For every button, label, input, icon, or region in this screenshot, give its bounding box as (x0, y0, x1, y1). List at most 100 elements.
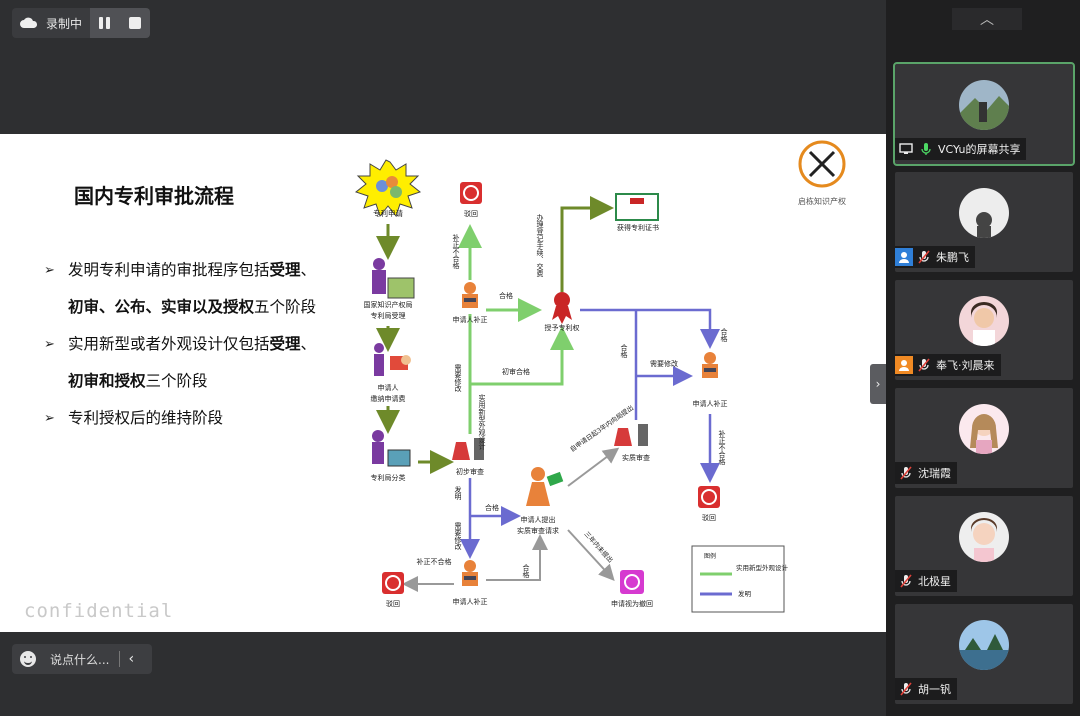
pause-icon[interactable] (99, 17, 111, 29)
legend-title: 图例 (704, 552, 716, 560)
bullet-list: 发明专利申请的审批程序包括受理、 初审、公布、实审以及授权五个阶段 实用新型或者… (44, 252, 354, 437)
participant-name-bar: 沈瑞霞 (895, 462, 957, 484)
participant-name-bar: 北极星 (895, 570, 957, 592)
chat-placeholder[interactable]: 说点什么... (50, 652, 110, 667)
diagram-legend: 图例 实用新型外观设计 发明 (691, 545, 789, 613)
bullet-text: 五个阶段 (254, 298, 317, 316)
supplement-figure-bottom: 申请人补正 (453, 560, 488, 606)
bullet-strong: 初审、公布、实审以及授权 (68, 298, 255, 316)
bullet-item: 专利授权后的维持阶段 (44, 400, 354, 437)
node-label: 申请人补正 (693, 399, 728, 408)
participant-tile[interactable]: 胡一钒 (895, 604, 1073, 704)
avatar (959, 620, 1009, 670)
edge-label: 合格 (720, 327, 728, 343)
chevron-up-icon[interactable]: ︿ (952, 8, 1022, 30)
avatar (959, 512, 1009, 562)
edge-label: 实用新型外观设计 (478, 393, 486, 451)
participant-tile[interactable]: 北极星 (895, 496, 1073, 596)
edge-label: 合格 (620, 343, 628, 359)
chat-input-bar[interactable]: 说点什么... ‹ (12, 644, 152, 674)
bullet-text: 三个阶段 (145, 372, 208, 390)
edge-label: 补正不合格 (417, 557, 452, 566)
participant-tile[interactable]: VCYu的屏幕共享 (893, 62, 1075, 166)
recording-label: 录制中 (46, 16, 83, 31)
node-label: 专利局受理 (371, 311, 406, 320)
node-label: 专利申请 (373, 208, 403, 218)
recording-controls (90, 8, 150, 38)
request-figure: 申请人提出 实质审查请求 (517, 467, 564, 535)
node-label: 申请人补正 (453, 315, 488, 324)
stop-icon[interactable] (129, 17, 141, 29)
edge-label: 补正不合格 (452, 233, 460, 270)
node-label: 国家知识产权局 (364, 300, 413, 309)
participant-name-bar: 朱鹏飞 (895, 246, 975, 268)
supplement-figure-right: 申请人补正 (693, 352, 728, 408)
bullet-text: 发明专利申请的审批程序包括 (68, 261, 270, 279)
node-label: 驳回 (464, 210, 478, 218)
participant-name-bar: VCYu的屏幕共享 (895, 138, 1027, 160)
reject-top: 驳回 (460, 182, 482, 218)
avatar (959, 80, 1009, 130)
participant-name-bar: 奉飞·刘晨来 (895, 354, 1001, 376)
node-label: 驳回 (702, 514, 716, 522)
prelim-exam-figure: 初步审查 (452, 438, 484, 476)
logo-text: 启栋知识产权 (798, 196, 846, 206)
panel-toggle-icon[interactable]: › (870, 364, 886, 404)
node-label: 申请视为撤回 (611, 599, 653, 608)
user-icon (895, 356, 913, 374)
edge-label: 初审合格 (502, 367, 530, 376)
edge-label: 合格 (499, 291, 513, 300)
reject-bottom: 驳回 (382, 572, 404, 608)
grant-ribbon: 授予专利权 (545, 292, 580, 332)
bullet-text: 实用新型或者外观设计仅包括 (68, 335, 270, 353)
edge-label: 补正不合格 (718, 429, 726, 466)
substantive-exam: 实质审查 (614, 424, 650, 462)
node-label: 缴纳申请费 (371, 394, 406, 403)
avatar (959, 296, 1009, 346)
participants-panel: ︿ VCYu的屏幕共享 朱鹏飞 奉飞·刘晨来 (886, 0, 1080, 716)
screen-share-icon (897, 140, 915, 158)
mic-muted-icon (916, 249, 932, 265)
certificate: 获得专利证书 (615, 193, 659, 232)
bullet-text: 专利授权后的维持阶段 (68, 409, 224, 427)
divider (119, 651, 121, 667)
mic-muted-icon (898, 573, 914, 589)
mic-active-icon (918, 141, 934, 157)
bullet-strong: 初审和授权 (68, 372, 146, 390)
chevron-left-icon[interactable]: ‹ (128, 651, 135, 667)
bullet-strong: 受理 (269, 335, 301, 353)
node-label: 申请人提出 (521, 515, 556, 524)
participant-tile[interactable]: 沈瑞霞 (895, 388, 1073, 488)
bullet-text: 、 (300, 335, 317, 353)
edge-label: 需要修改 (454, 522, 462, 551)
applicant-pay-figure: 申请人 缴纳申请费 (371, 343, 411, 403)
participant-name: 奉飞·刘晨来 (936, 359, 995, 372)
edge-label: 三年内未提出 (583, 529, 616, 564)
emoji-icon[interactable] (20, 651, 36, 667)
edge-label: 发明 (454, 485, 462, 501)
recording-indicator[interactable]: 录制中 (12, 8, 150, 38)
patent-flow-diagram: 启栋知识产权 专利申请 国家知识产权局 专利局受理 申请人 缴纳申请费 (354, 140, 846, 613)
cloud-icon (20, 16, 38, 30)
mic-muted-icon (916, 357, 932, 373)
bullet-item: 实用新型或者外观设计仅包括受理、 初审和授权三个阶段 (44, 326, 354, 400)
bullet-text: 、 (300, 261, 317, 279)
participant-tile[interactable]: 奉飞·刘晨来 (895, 280, 1073, 380)
shared-slide: 国内专利审批流程 发明专利申请的审批程序包括受理、 初审、公布、实审以及授权五个… (0, 134, 886, 632)
avatar (959, 188, 1009, 238)
participant-tile[interactable]: 朱鹏飞 (895, 172, 1073, 272)
node-label: 实质审查请求 (517, 526, 559, 535)
bullet-item: 发明专利申请的审批程序包括受理、 初审、公布、实审以及授权五个阶段 (44, 252, 354, 326)
bullet-continuation: 初审和授权三个阶段 (68, 363, 354, 400)
legend-item: 实用新型外观设计 (736, 563, 789, 572)
node-label: 申请人 (378, 383, 399, 392)
classify-figure: 专利局分类 (371, 430, 411, 482)
withdrawn-node: 申请视为撤回 (611, 570, 653, 608)
edge-label: 合格 (485, 503, 499, 512)
avatar (959, 404, 1009, 454)
participant-name: 朱鹏飞 (936, 251, 969, 264)
company-logo: 启栋知识产权 (798, 140, 846, 206)
bottom-toolbar: 说点什么... ‹ (0, 632, 886, 716)
slide-title: 国内专利审批流程 (74, 184, 234, 208)
bullet-continuation: 初审、公布、实审以及授权五个阶段 (68, 289, 354, 326)
